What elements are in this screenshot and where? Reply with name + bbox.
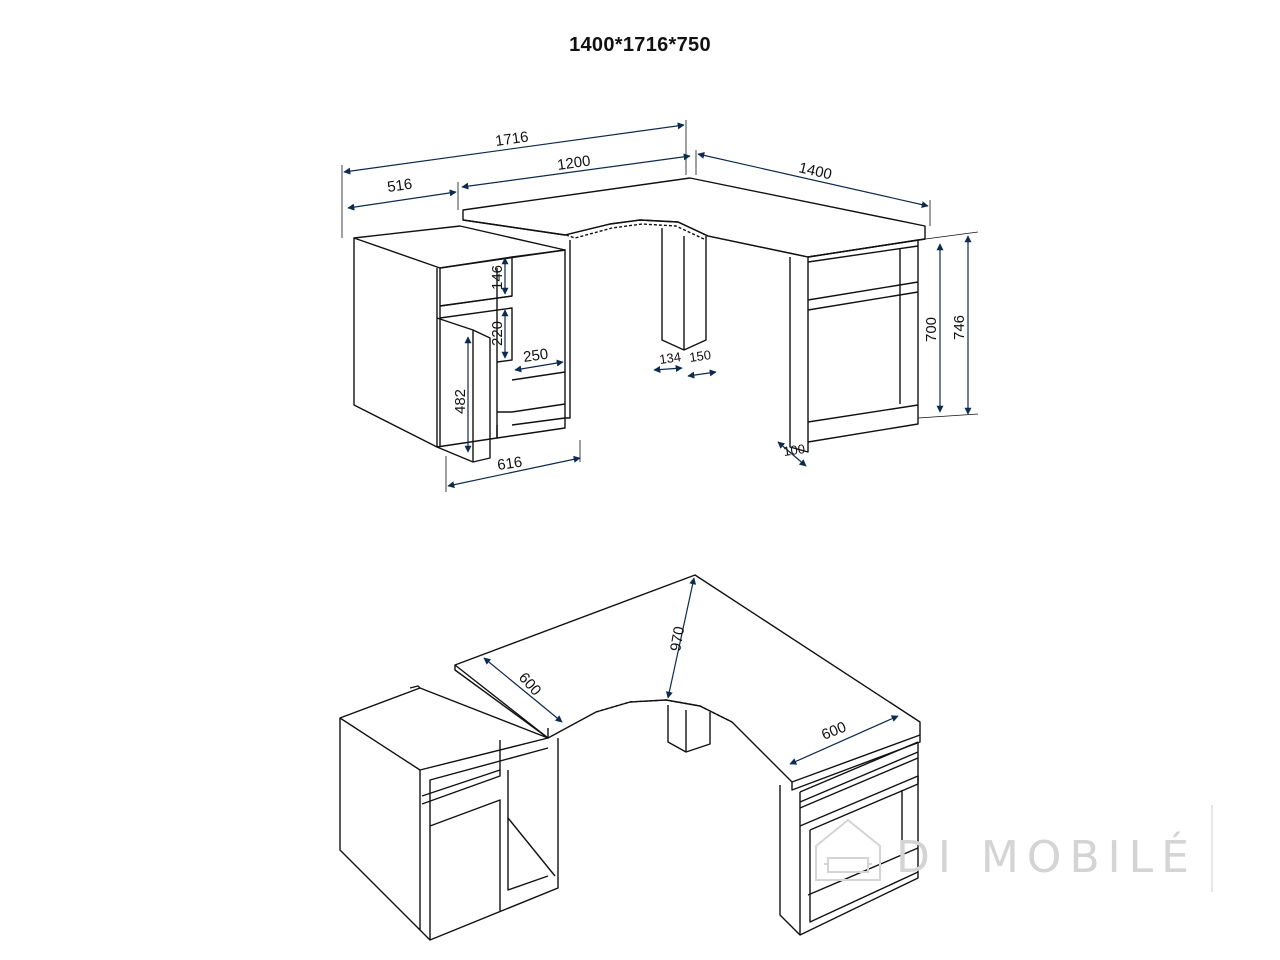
sofa-house-icon [815, 818, 881, 881]
dim-leg-depth-a: 134 [658, 349, 682, 367]
dim-main-top-length: 1200 [556, 152, 591, 173]
dim-total-height: 746 [951, 315, 968, 340]
dim-corner-depth: 970 [667, 625, 688, 653]
watermark: DI MOBILÉ [815, 805, 1213, 892]
top-view-dimension-lines [341, 120, 979, 492]
dim-shelf-width: 250 [522, 346, 549, 366]
dim-overall-width: 1716 [494, 128, 529, 149]
drawing-title: 1400*1716*750 [569, 34, 711, 56]
top-view-desk [353, 177, 926, 463]
dim-right-top-length: 1400 [797, 159, 833, 183]
dim-shelf-upper-height: 146 [489, 265, 506, 290]
dim-right-leg-width: 100 [782, 441, 806, 459]
dim-leg-depth-b: 150 [688, 347, 712, 365]
bottom-view-dimension-lines [483, 577, 899, 765]
dim-shelf-lower-height: 220 [489, 321, 506, 346]
dim-door-height: 482 [452, 389, 469, 414]
dim-right-leg-height: 700 [923, 317, 940, 342]
dim-left-unit-width: 516 [386, 176, 413, 196]
dim-left-depth: 600 [515, 669, 544, 699]
watermark-text: DI MOBILÉ [896, 830, 1197, 883]
dim-cabinet-depth: 616 [496, 454, 523, 474]
bottom-view-desk [339, 574, 921, 941]
